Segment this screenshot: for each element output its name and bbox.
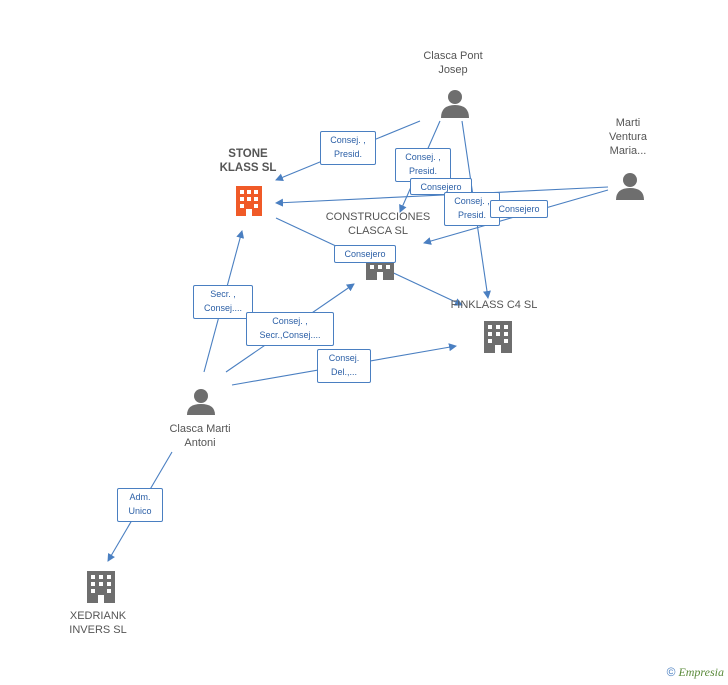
edge-label-cm-fin[interactable]: Consej. Del.,... [317,349,371,383]
construcciones-label[interactable]: CONSTRUCCIONES CLASCA SL [325,211,431,237]
clasca-pont-person-icon [441,90,469,118]
edge-line-mv-stone [275,186,609,207]
edge-label-stone-const[interactable]: Consejero [334,245,396,263]
edge-label-mv-stone[interactable]: Consejero [410,178,472,195]
copyright-icon: © [666,665,676,679]
edge-label-cp-const[interactable]: Consej. , Presid. [395,148,451,182]
edge-label-cp-stone[interactable]: Consej. , Presid. [320,131,376,165]
stone-klass-label[interactable]: STONE KLASS SL [219,148,277,174]
finklass-building-icon [484,321,512,353]
finklass-label[interactable]: FINKLASS C4 SL [450,299,538,311]
edge-label-cm-const[interactable]: Consej. , Secr.,Consej.... [246,312,334,346]
clasca-marti-person-icon [187,389,215,415]
xedriank-label[interactable]: XEDRIANK INVERS SL [69,610,127,636]
brand-footer: ©Empresia [667,665,724,680]
marti-ventura-label[interactable]: Marti Ventura Maria... [609,117,647,157]
stone-klass-building-icon [236,186,262,216]
edge-label-cm-stone[interactable]: Secr. , Consej.... [193,285,253,319]
edge-label-cm-xed[interactable]: Adm. Unico [117,488,163,522]
edge-label-mv-const[interactable]: Consejero [490,200,548,218]
brand-logo[interactable]: Empresia [678,665,724,679]
marti-ventura-person-icon [616,173,644,200]
clasca-marti-label[interactable]: Clasca Marti Antoni [169,423,231,449]
xedriank-building-icon [87,571,115,603]
clasca-pont-label[interactable]: Clasca Pont Josep [423,50,483,76]
